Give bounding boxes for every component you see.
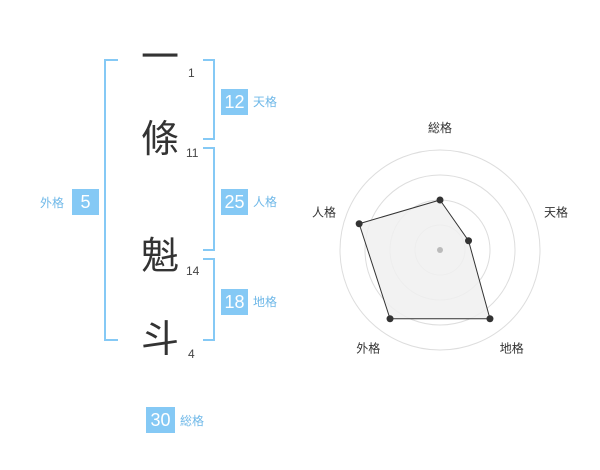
soukaku-value: 30 [146,407,175,433]
radar-ring-4 [339,149,541,351]
stroke-count-1: 1 [188,66,195,80]
chikaku-bracket [203,258,215,341]
gaikaku-value: 5 [72,189,99,215]
radar-axis-label-3: 地格 [500,341,524,356]
stroke-count-3: 14 [186,264,200,278]
radar-axis-label-1: 総格 [428,120,452,135]
name-char-1: 一 [141,35,180,79]
radar-axis-label-5: 人格 [312,204,336,219]
soukaku-label: 総格 [180,414,205,428]
radar-point-4 [386,315,394,323]
gaikaku-label: 外格 [40,196,65,210]
tenkaku-bracket [203,59,215,140]
jinkaku-value: 25 [221,189,248,215]
tenkaku-value: 12 [221,89,248,115]
tenkaku-label: 天格 [253,95,278,109]
name-char-4: 斗 [141,317,180,361]
name-char-3: 魁 [141,234,180,278]
chikaku-value: 18 [221,289,248,315]
chikaku-label: 地格 [253,295,278,309]
radar-axis-label-2: 天格 [544,204,568,219]
radar-point-3 [486,315,494,323]
radar-point-5 [355,220,363,228]
stroke-count-4: 4 [188,347,195,361]
radar-point-2 [465,237,473,245]
jinkaku-bracket [203,147,215,251]
radar-ring-3 [364,174,516,326]
radar-center-dot [437,247,443,253]
jinkaku-label: 人格 [253,195,278,209]
name-char-2: 條 [141,117,180,161]
radar-point-1 [436,196,444,204]
gaikaku-bracket [104,59,118,341]
radar-series-polygon [358,199,491,320]
radar-axis-label-4: 外格 [356,341,380,356]
stroke-count-2: 11 [186,146,199,160]
